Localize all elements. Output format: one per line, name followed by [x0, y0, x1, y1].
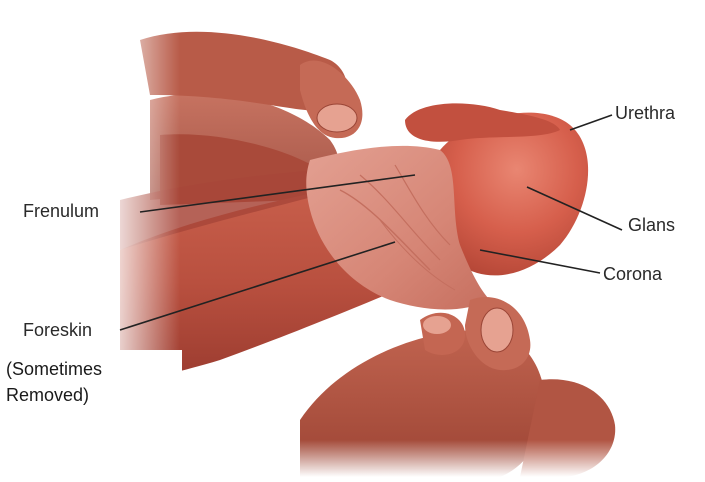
note-line-1: (Sometimes: [6, 356, 176, 382]
corona-label: Corona: [603, 265, 662, 283]
sometimes-removed-note: (Sometimes Removed): [0, 350, 182, 416]
frenulum-label: Frenulum: [23, 202, 99, 220]
glans-label: Glans: [628, 216, 675, 234]
urethra-leader: [570, 115, 612, 130]
foreskin-label: Foreskin: [23, 321, 92, 339]
urethra-label: Urethra: [615, 104, 675, 122]
note-line-2: Removed): [6, 382, 176, 408]
